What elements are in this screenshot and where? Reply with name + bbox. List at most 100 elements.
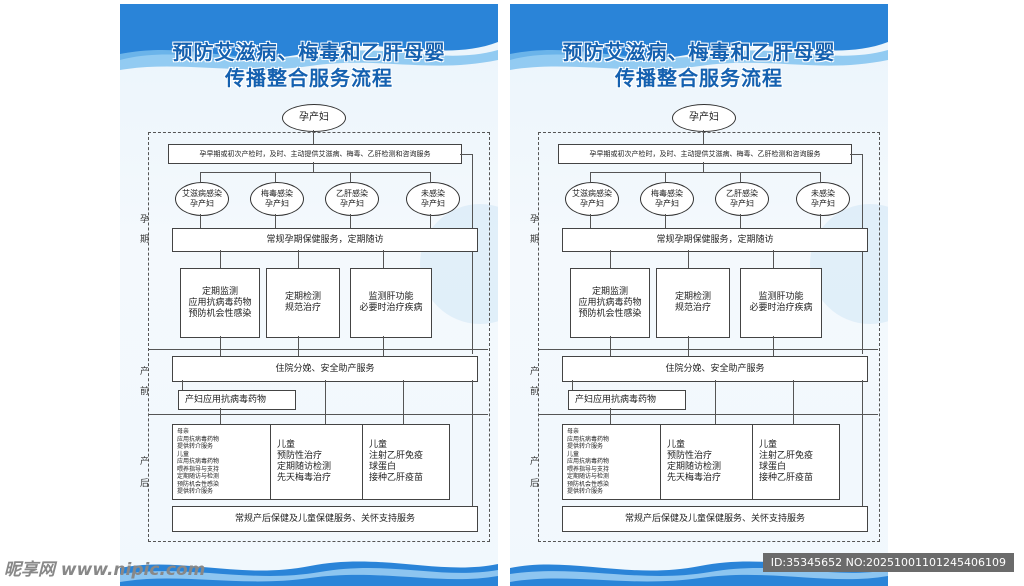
uninfected-node: 未感染 孕产妇	[406, 182, 460, 216]
title-line1: 预防艾滋病、梅毒和乙肝母婴	[562, 40, 836, 64]
stage-divider	[538, 414, 878, 415]
stage-label: 前	[140, 387, 150, 397]
syphilis-postpartum-box: 儿童 预防性治疗 定期随访检测 先天梅毒治疗	[660, 424, 754, 500]
stage-divider	[148, 349, 488, 350]
connector	[793, 380, 794, 424]
connector	[472, 154, 473, 354]
delivery-box: 住院分娩、安全助产服务	[562, 356, 868, 382]
syphilis-node: 梅毒感染 孕产妇	[250, 182, 304, 216]
wave-bottom-decoration	[120, 561, 498, 586]
delivery-box: 住院分娩、安全助产服务	[172, 356, 478, 382]
connector	[688, 336, 689, 356]
connector	[298, 250, 299, 268]
uninfected-node: 未感染 孕产妇	[796, 182, 850, 216]
connector	[740, 172, 741, 182]
watermark-id: ID:35345652 NO:20251001101245406109	[762, 553, 1014, 572]
connector	[572, 380, 573, 390]
connector	[460, 154, 472, 155]
stage-label: 孕	[140, 215, 150, 225]
stage-divider	[538, 349, 878, 350]
connector	[350, 214, 351, 228]
poster-right: 预防艾滋病、梅毒和乙肝母婴 传播整合服务流程 孕产妇 孕早期或初次产检时，及时、…	[510, 4, 888, 586]
stage-divider	[148, 414, 488, 415]
poster-left: 预防艾滋病、梅毒和乙肝母婴 传播整合服务流程 孕产妇 孕早期或初次产检时，及时、…	[120, 4, 498, 586]
title-line2: 传播整合服务流程	[615, 66, 783, 90]
hepatitis-postpartum-box: 儿童 注射乙肝免疫 球蛋白 接种乙肝疫苗	[752, 424, 840, 500]
stage-label: 产	[530, 457, 540, 467]
flow-frame	[148, 132, 490, 542]
connector	[590, 214, 591, 228]
connector	[740, 214, 741, 228]
hepatitis-b-node: 乙肝感染 孕产妇	[325, 182, 379, 216]
connector	[665, 172, 666, 182]
stage-label: 期	[140, 235, 150, 245]
connector	[275, 172, 276, 182]
hiv-pregnancy-box: 定期监测 应用抗病毒药物 预防机会性感染	[570, 268, 650, 338]
connector	[610, 250, 611, 268]
syphilis-node: 梅毒感染 孕产妇	[640, 182, 694, 216]
start-node: 孕产妇	[672, 104, 736, 132]
connector	[200, 214, 201, 228]
connector	[773, 250, 774, 268]
connector	[715, 380, 716, 424]
hepatitis-pregnancy-box: 监测肝功能 必要时治疗疾病	[350, 268, 432, 338]
syphilis-postpartum-box: 儿童 预防性治疗 定期随访检测 先天梅毒治疗	[270, 424, 364, 500]
start-node: 孕产妇	[282, 104, 346, 132]
connector	[275, 214, 276, 228]
connector	[325, 380, 326, 424]
hiv-node: 艾滋病感染 孕产妇	[565, 182, 619, 216]
connector	[688, 250, 689, 268]
connector	[220, 408, 221, 424]
syphilis-pregnancy-box: 定期检测 规范治疗	[656, 268, 730, 338]
connector	[313, 130, 314, 144]
first-step-box: 孕早期或初次产检时，及时、主动提供艾滋病、梅毒、乙肝检测和咨询服务	[558, 144, 852, 164]
connector	[220, 250, 221, 268]
first-step-box: 孕早期或初次产检时，及时、主动提供艾滋病、梅毒、乙肝检测和咨询服务	[168, 144, 462, 164]
connector	[200, 172, 201, 182]
hiv-node: 艾滋病感染 孕产妇	[175, 182, 229, 216]
hepatitis-pregnancy-box: 监测肝功能 必要时治疗疾病	[740, 268, 822, 338]
final-step-box: 常规产后保健及儿童保健服务、关怀支持服务	[172, 506, 478, 532]
connector	[850, 154, 862, 155]
connector	[403, 380, 404, 424]
connector	[383, 250, 384, 268]
stage-label: 前	[530, 387, 540, 397]
connector	[703, 130, 704, 144]
antiviral-box: 产妇应用抗病毒药物	[568, 390, 686, 410]
connector	[430, 214, 431, 228]
connector	[610, 408, 611, 424]
connector	[383, 336, 384, 356]
connector	[820, 214, 821, 228]
flow-frame	[538, 132, 880, 542]
stage-label: 期	[530, 235, 540, 245]
connector	[610, 336, 611, 356]
hiv-pregnancy-box: 定期监测 应用抗病毒药物 预防机会性感染	[180, 268, 260, 338]
hepatitis-postpartum-box: 儿童 注射乙肝免疫 球蛋白 接种乙肝疫苗	[362, 424, 450, 500]
stage-label: 孕	[530, 215, 540, 225]
wave-top-decoration	[510, 4, 888, 70]
title-line1: 预防艾滋病、梅毒和乙肝母婴	[172, 40, 446, 64]
routine-pregnancy-box: 常规孕期保健服务，定期随访	[172, 228, 478, 252]
stage-label: 产	[140, 367, 150, 377]
connector	[820, 172, 821, 182]
connector	[773, 336, 774, 356]
connector	[665, 214, 666, 228]
stage-label: 后	[140, 479, 150, 489]
connector	[220, 336, 221, 356]
hepatitis-b-node: 乙肝感染 孕产妇	[715, 182, 769, 216]
stage-label: 产	[140, 457, 150, 467]
routine-pregnancy-box: 常规孕期保健服务，定期随访	[562, 228, 868, 252]
connector	[862, 154, 863, 354]
stage-label: 后	[530, 479, 540, 489]
stage-label: 产	[530, 367, 540, 377]
connector	[313, 162, 314, 172]
hiv-postpartum-box: 母亲 应用抗病毒药物 提供转介服务 儿童 应用抗病毒药物 喂养指导与支持 定期随…	[562, 424, 662, 500]
connector	[703, 162, 704, 172]
connector	[472, 380, 473, 506]
connector	[350, 172, 351, 182]
connector	[430, 172, 431, 182]
watermark-logo: 昵享网 www.nipic.com	[4, 560, 206, 580]
hiv-postpartum-box: 母亲 应用抗病毒药物 提供转介服务 儿童 应用抗病毒药物 喂养指导与支持 定期随…	[172, 424, 272, 500]
connector	[182, 380, 183, 390]
title-line2: 传播整合服务流程	[225, 66, 393, 90]
